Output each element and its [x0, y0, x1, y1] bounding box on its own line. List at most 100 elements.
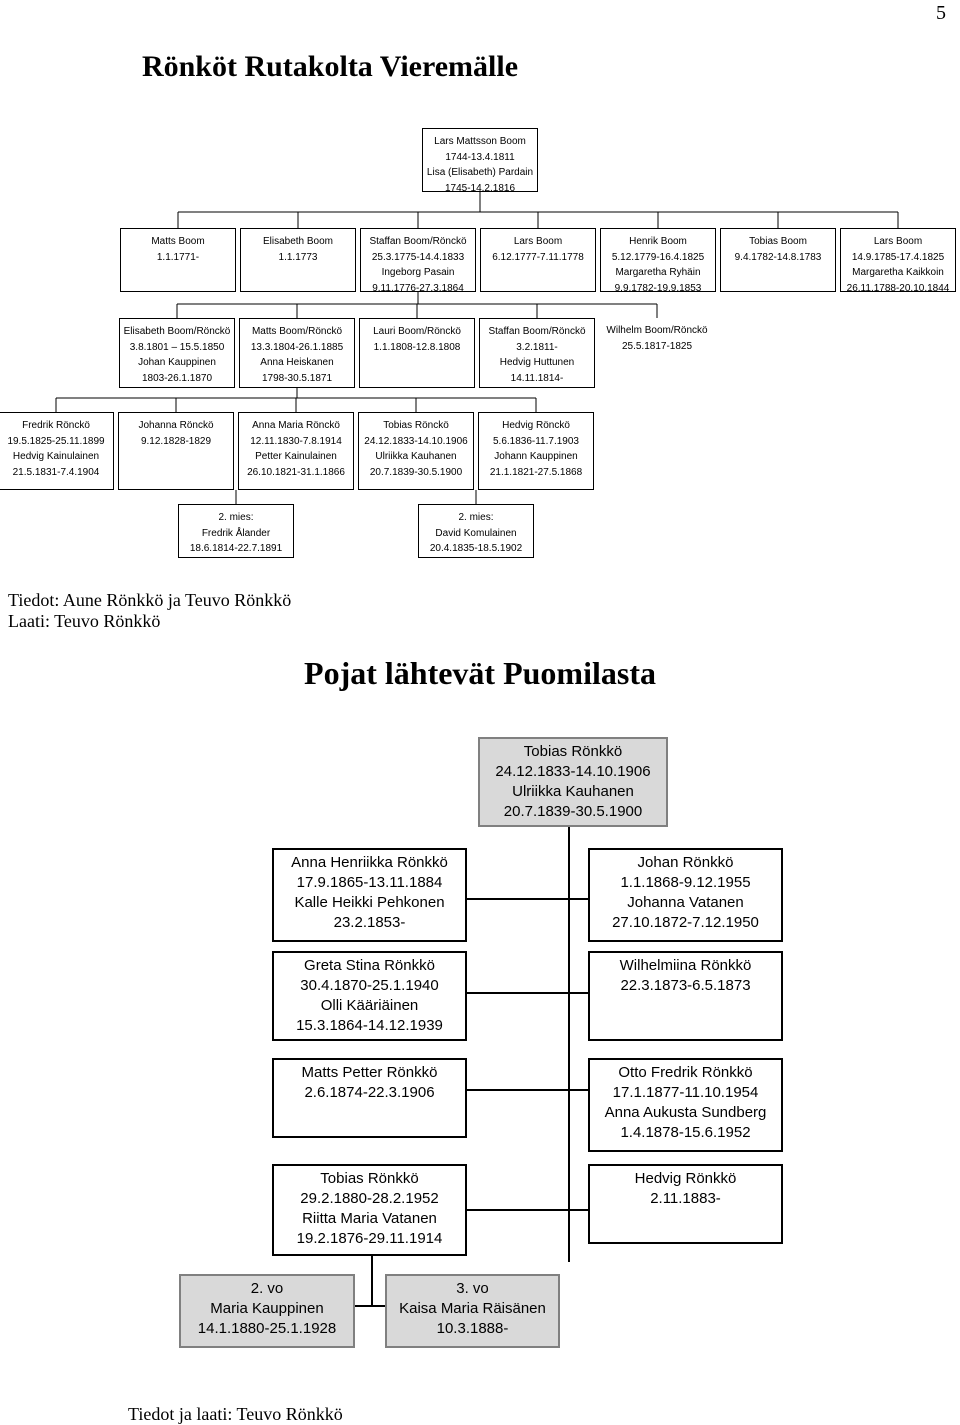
spouse-dates: 21.1.1821-27.5.1868 — [489, 466, 583, 478]
spouse-dates: 10.3.1888- — [436, 1320, 509, 1337]
credit-line: Laati: Teuvo Rönkkö — [8, 611, 161, 631]
person-name: Matts Petter Rönkkö — [301, 1064, 438, 1081]
credit-line-bottom: Tiedot ja laati: Teuvo Rönkkö — [128, 1404, 343, 1424]
spouse-dates: 27.10.1872-7.12.1950 — [612, 914, 759, 931]
child-box: Anna Henriikka Rönkkö 17.9.1865-13.11.18… — [272, 848, 467, 942]
spouse-dates: 15.3.1864-14.12.1939 — [296, 1017, 443, 1034]
person-dates: 1.1.1808-12.8.1808 — [373, 341, 461, 353]
second-husband-box: 2. mies: David Komulainen 20.4.1835-18.5… — [418, 504, 534, 558]
spouse-dates: 26.10.1821-31.1.1866 — [247, 466, 345, 478]
person-dates: 29.2.1880-28.2.1952 — [300, 1190, 439, 1207]
person-dates: 25.3.1775-14.4.1833 — [371, 251, 465, 263]
person-dates: 19.5.1825-25.11.1899 — [7, 435, 105, 447]
child-box: Tobias Rönkkö 29.2.1880-28.2.1952 Riitta… — [272, 1164, 467, 1256]
person-name: Anna Henriikka Rönkkö — [291, 854, 448, 871]
spouse-dates: 1.4.1878-15.6.1952 — [620, 1124, 751, 1141]
person-dates: 13.3.1804-26.1.1885 — [250, 341, 344, 353]
spouse-dates: 20.7.1839-30.5.1900 — [369, 466, 463, 478]
person-dates: 9.4.1782-14.8.1783 — [734, 251, 822, 263]
spouse-dates: 1745-14.2.1816 — [444, 182, 516, 194]
page-title-2: Pojat lähtevät Puomilasta — [304, 655, 656, 691]
person-dates: 30.4.1870-25.1.1940 — [300, 977, 439, 994]
person-dates: 25.5.1817-1825 — [621, 340, 693, 352]
person-dates: 22.3.1873-6.5.1873 — [620, 977, 751, 994]
person-name: Matts Boom/Rönckö — [251, 326, 343, 337]
person-box: Lauri Boom/Rönckö 1.1.1808-12.8.1808 — [359, 318, 475, 388]
person-dates: 5.6.1836-11.7.1903 — [492, 435, 579, 447]
person-box: Anna Maria Rönckö 12.11.1830-7.8.1914 Pe… — [238, 412, 354, 490]
person-dates: 17.9.1865-13.11.1884 — [296, 874, 443, 891]
credit-line: Tiedot: Aune Rönkkö ja Teuvo Rönkkö — [8, 590, 292, 610]
spouse-dates: 14.11.1814- — [510, 372, 564, 384]
person-dates: 5.12.1779-16.4.1825 — [611, 251, 705, 263]
person-name: Tobias Rönkkö — [320, 1170, 419, 1187]
person-name: Tobias Rönkkö — [523, 743, 623, 760]
spouse-name: Riitta Maria Vatanen — [302, 1210, 437, 1227]
person-name: Anna Maria Rönckö — [252, 420, 340, 431]
tree-root-box: Lars Mattsson Boom 1744-13.4.1811 Lisa (… — [422, 128, 538, 194]
person-name: Wilhelm Boom/Rönckö — [606, 325, 708, 336]
person-dates: 1744-13.4.1811 — [445, 151, 515, 163]
spouse-name: Ulriikka Kauhanen — [512, 783, 634, 800]
person-box: Elisabeth Boom 1.1.1773 — [240, 228, 356, 292]
person-name: Otto Fredrik Rönkkö — [618, 1064, 753, 1081]
spouse-dates: 26.11.1788-20.10.1844 — [846, 282, 950, 294]
credits-block: Tiedot: Aune Rönkkö ja Teuvo Rönkkö Laat… — [8, 590, 291, 632]
spouse-dates: 18.6.1814-22.7.1891 — [189, 543, 283, 554]
spouse-name: Lisa (Elisabeth) Pardain — [426, 167, 534, 178]
person-name: Wilhelmiina Rönkkö — [619, 957, 752, 974]
person-dates: 3.8.1801 – 15.5.1850 — [129, 341, 225, 353]
person-name: Lauri Boom/Rönckö — [373, 326, 461, 337]
person-box: Johanna Rönckö 9.12.1828-1829 — [118, 412, 234, 490]
spouse-name: Margaretha Kaikkoin — [852, 267, 944, 278]
child-box: Hedvig Rönkkö 2.11.1883- — [588, 1164, 783, 1244]
person-name: Elisabeth Boom/Rönckö — [123, 326, 231, 337]
person-name: Greta Stina Rönkkö — [304, 957, 435, 974]
person-name: Lars Boom — [513, 236, 563, 247]
person-name: Henrik Boom — [629, 236, 687, 247]
person-dates: 3.2.1811- — [516, 341, 558, 353]
spouse-dates: 1803-26.1.1870 — [141, 372, 213, 384]
person-box: Staffan Boom/Rönckö 3.2.1811- Hedvig Hut… — [479, 318, 595, 388]
spouse-name: Anna Aukusta Sundberg — [604, 1104, 767, 1121]
person-name: Staffan Boom/Rönckö — [369, 236, 467, 247]
person-name: Tobias Rönckö — [383, 420, 449, 431]
person-box: Matts Boom 1.1.1771- — [120, 228, 236, 292]
person-box: Lars Boom 14.9.1785-17.4.1825 Margaretha… — [840, 228, 956, 294]
person-name: Hedvig Rönkkö — [634, 1170, 737, 1187]
spouse-dates: 14.1.1880-25.1.1928 — [197, 1320, 337, 1337]
child-box: Otto Fredrik Rönkkö 17.1.1877-11.10.1954… — [588, 1058, 783, 1152]
person-dates: 24.12.1833-14.10.1906 — [364, 435, 468, 447]
spouse-name: Anna Heiskanen — [260, 357, 334, 368]
spouse-name: Kaisa Maria Räisänen — [399, 1300, 546, 1317]
person-name: Johan Rönkkö — [637, 854, 734, 871]
person-box: Henrik Boom 5.12.1779-16.4.1825 Margaret… — [600, 228, 716, 294]
marriage-label: 2. vo — [250, 1280, 284, 1297]
person-dates: 2.6.1874-22.3.1906 — [304, 1084, 435, 1101]
person-name: Staffan Boom/Rönckö — [488, 326, 586, 337]
page-title-1: Rönköt Rutakolta Vieremälle — [141, 50, 519, 83]
spouse-name: Johann Kauppinen — [494, 451, 578, 462]
spouse-name: Kalle Heikki Pehkonen — [294, 894, 445, 911]
person-name: Matts Boom — [151, 236, 205, 247]
tree-root-box: Tobias Rönkkö 24.12.1833-14.10.1906 Ulri… — [478, 737, 668, 827]
person-name: Lars Mattsson Boom — [434, 136, 526, 147]
spouse-name: Petter Kainulainen — [255, 451, 337, 462]
page-number: 5 — [936, 2, 946, 24]
spouse-name: Hedvig Huttunen — [499, 357, 575, 368]
marriage-label: 2. mies: — [458, 512, 494, 523]
spouse-name: Ulriikka Kauhanen — [375, 451, 457, 462]
person-box: Lars Boom 6.12.1777-7.11.1778 — [480, 228, 596, 292]
person-dates: 1.1.1771- — [156, 251, 200, 263]
spouse-name: Ingeborg Pasain — [381, 267, 455, 278]
person-dates: 24.12.1833-14.10.1906 — [495, 763, 651, 780]
person-box: Tobias Rönckö 24.12.1833-14.10.1906 Ulri… — [358, 412, 474, 490]
person-box: Hedvig Rönckö 5.6.1836-11.7.1903 Johann … — [478, 412, 594, 490]
spouse-dates: 1798-30.5.1871 — [261, 372, 333, 384]
child-box: Matts Petter Rönkkö 2.6.1874-22.3.1906 — [272, 1058, 467, 1138]
spouse-dates: 9.11.1776-27.3.1864 — [372, 282, 464, 294]
spouse-dates: 20.4.1835-18.5.1902 — [429, 543, 523, 554]
spouse-dates: 9.9.1782-19.9.1853 — [614, 282, 702, 294]
spouse-box: 2. vo Maria Kauppinen 14.1.1880-25.1.192… — [179, 1274, 355, 1348]
